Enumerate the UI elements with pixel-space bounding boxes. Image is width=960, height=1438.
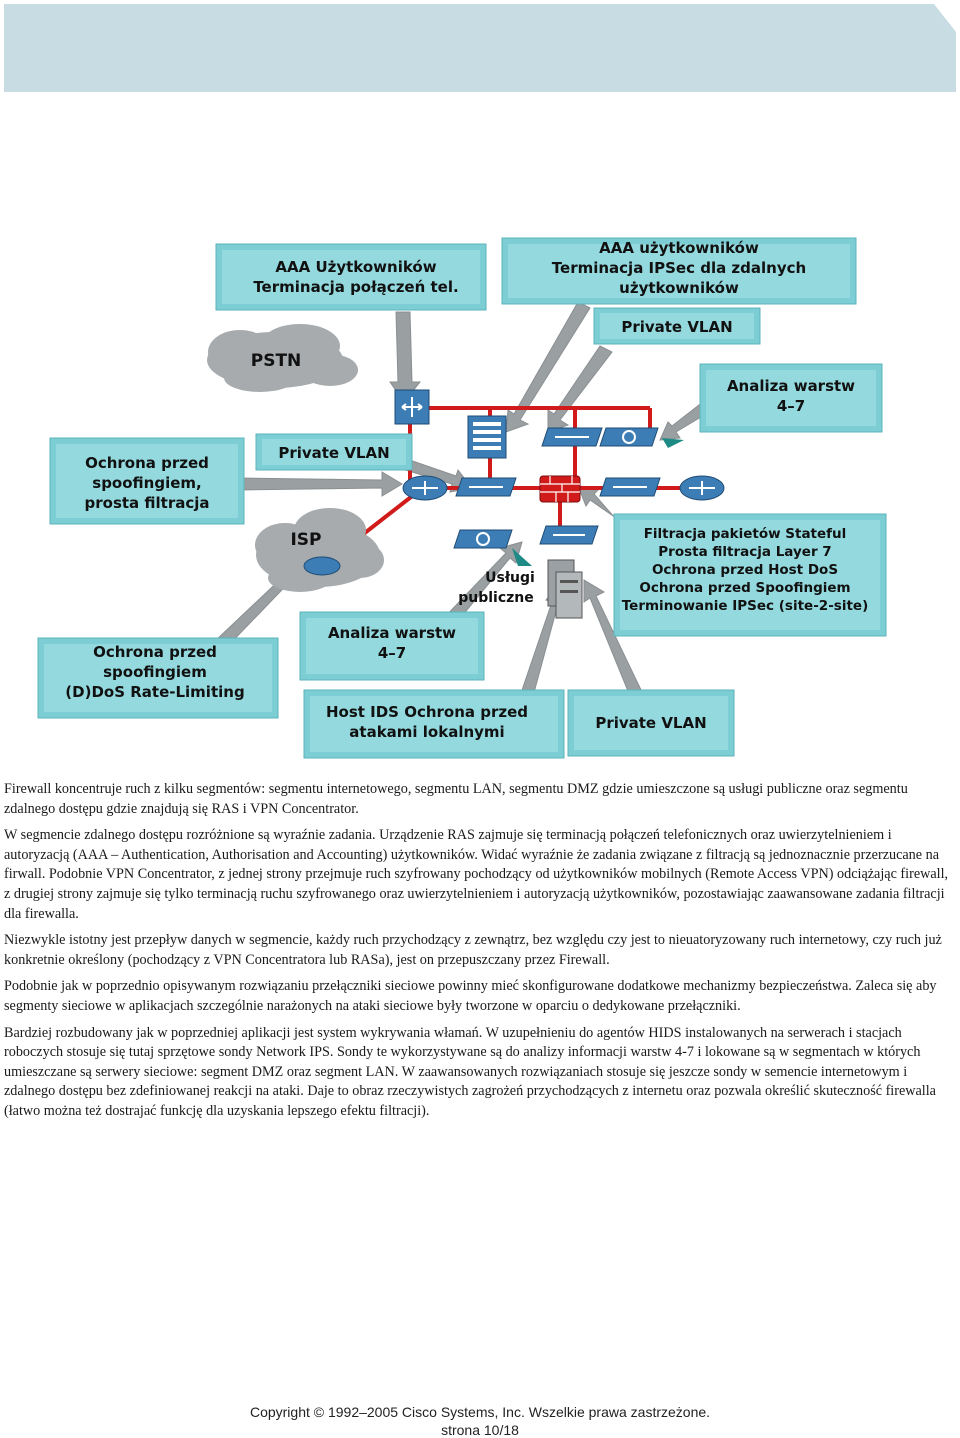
box-analiza-bottom-line2: 4–7 bbox=[378, 644, 406, 662]
box-host-ids-line2: atakami lokalnymi bbox=[349, 723, 504, 741]
ips-icon-dmz bbox=[453, 529, 513, 549]
router-icon-left bbox=[402, 475, 448, 501]
box-host-ids: Host IDS Ochrona przed atakami lokalnymi bbox=[303, 689, 565, 759]
arrow-ochrona-top bbox=[239, 471, 403, 497]
box-ochrona-ddos-line3: (D)DoS Rate-Limiting bbox=[65, 683, 244, 701]
box-ochrona-ddos-line1: Ochrona przed bbox=[93, 643, 217, 661]
footer-page-number: strona 10/18 bbox=[441, 1422, 519, 1438]
switch-icon-mid bbox=[455, 477, 517, 497]
small-arrow-icon-top bbox=[662, 438, 684, 448]
box-stateful-line4: Ochrona przed Spoofingiem bbox=[639, 580, 850, 596]
box-private-vlan-top: Private VLAN bbox=[593, 307, 761, 345]
box-stateful-line5: Terminowanie IPSec (site-2-site) bbox=[622, 598, 868, 614]
pstn-label: PSTN bbox=[251, 351, 302, 371]
pstn-cloud: PSTN bbox=[207, 324, 358, 392]
vpn-concentrator-icon bbox=[467, 415, 507, 459]
isp-label: ISP bbox=[290, 530, 321, 550]
box-aaa-tel-line2: Terminacja połączeń tel. bbox=[253, 278, 458, 296]
box-aaa-tel-line1: AAA Użytkowników bbox=[275, 258, 436, 276]
box-private-vlan-bottom-label: Private VLAN bbox=[595, 714, 706, 732]
paragraph-3: Niezwykle istotny jest przepływ danych w… bbox=[4, 932, 942, 968]
body-text: Firewall koncentruje ruch z kilku segmen… bbox=[4, 780, 956, 1129]
arrow-stateful bbox=[577, 485, 623, 527]
box-aaa-ipsec: AAA użytkowników Terminacja IPSec dla zd… bbox=[501, 237, 857, 305]
router-icon-right bbox=[679, 475, 725, 501]
box-stateful-line1: Filtracja pakietów Stateful bbox=[644, 526, 847, 542]
box-analiza-bottom-line1: Analiza warstw bbox=[328, 624, 456, 642]
footer-copyright: Copyright © 1992–2005 Cisco Systems, Inc… bbox=[249, 1404, 711, 1420]
devices bbox=[394, 389, 725, 619]
box-ochrona-top-line2: spoofingiem, bbox=[92, 474, 201, 492]
box-analiza-top-line2: 4–7 bbox=[777, 397, 805, 415]
uslugi-label-2: publiczne bbox=[458, 590, 534, 606]
box-analiza-top-line1: Analiza warstw bbox=[727, 377, 855, 395]
box-private-vlan-bottom: Private VLAN bbox=[567, 689, 735, 757]
box-aaa-ipsec-line2: Terminacja IPSec dla zdalnych bbox=[552, 259, 806, 277]
box-ochrona-top: Ochrona przed spoofingiem, prosta filtra… bbox=[49, 437, 245, 525]
box-private-vlan-top-label: Private VLAN bbox=[621, 318, 732, 336]
box-host-ids-line1: Host IDS Ochrona przed bbox=[326, 703, 528, 721]
paragraph-4: Podobnie jak w poprzednio opisywanym roz… bbox=[4, 978, 937, 1014]
box-analiza-top: Analiza warstw 4–7 bbox=[699, 363, 883, 433]
box-ochrona-ddos-line2: spoofingiem bbox=[103, 663, 207, 681]
small-arrow-icon-dmz bbox=[512, 548, 532, 566]
ips-icon-top bbox=[599, 427, 659, 447]
isp-cloud: ISP bbox=[255, 508, 384, 592]
arrow-private-vlan-bottom bbox=[583, 579, 643, 697]
box-stateful: Filtracja pakietów Stateful Prosta filtr… bbox=[613, 513, 887, 637]
box-ochrona-top-line3: prosta filtracja bbox=[85, 494, 210, 512]
network-diagram: PSTN ISP bbox=[37, 237, 887, 759]
switch-icon-dmz bbox=[539, 525, 599, 545]
isp-router-icon bbox=[303, 556, 341, 576]
server-icon bbox=[547, 559, 583, 619]
box-ochrona-top-line1: Ochrona przed bbox=[85, 454, 209, 472]
box-analiza-bottom: Analiza warstw 4–7 bbox=[299, 611, 485, 681]
paragraph-2: W segmencie zdalnego dostępu rozróżnione… bbox=[4, 827, 949, 922]
box-ochrona-ddos: Ochrona przed spoofingiem (D)DoS Rate-Li… bbox=[37, 637, 279, 719]
arrow-aaa-tel bbox=[389, 311, 422, 403]
box-aaa-ipsec-line1: AAA użytkowników bbox=[599, 239, 759, 257]
uslugi-label-1: Usługi bbox=[485, 570, 535, 586]
box-private-vlan-mid: Private VLAN bbox=[255, 433, 413, 471]
box-private-vlan-mid-label: Private VLAN bbox=[278, 444, 389, 462]
firewall-icon bbox=[539, 475, 581, 503]
header-band bbox=[4, 4, 956, 92]
box-stateful-line3: Ochrona przed Host DoS bbox=[652, 562, 838, 578]
switch-icon-top bbox=[541, 427, 603, 447]
box-aaa-ipsec-line3: użytkowników bbox=[619, 279, 739, 297]
switch-icon-right bbox=[599, 477, 661, 497]
arrow-aaa-ipsec bbox=[505, 301, 591, 433]
ras-icon bbox=[394, 389, 430, 425]
paragraph-5: Bardziej rozbudowany jak w poprzedniej a… bbox=[4, 1024, 936, 1119]
box-aaa-tel: AAA Użytkowników Terminacja połączeń tel… bbox=[215, 243, 487, 311]
box-stateful-line2: Prosta filtracja Layer 7 bbox=[658, 544, 831, 560]
paragraph-1: Firewall koncentruje ruch z kilku segmen… bbox=[4, 781, 908, 817]
